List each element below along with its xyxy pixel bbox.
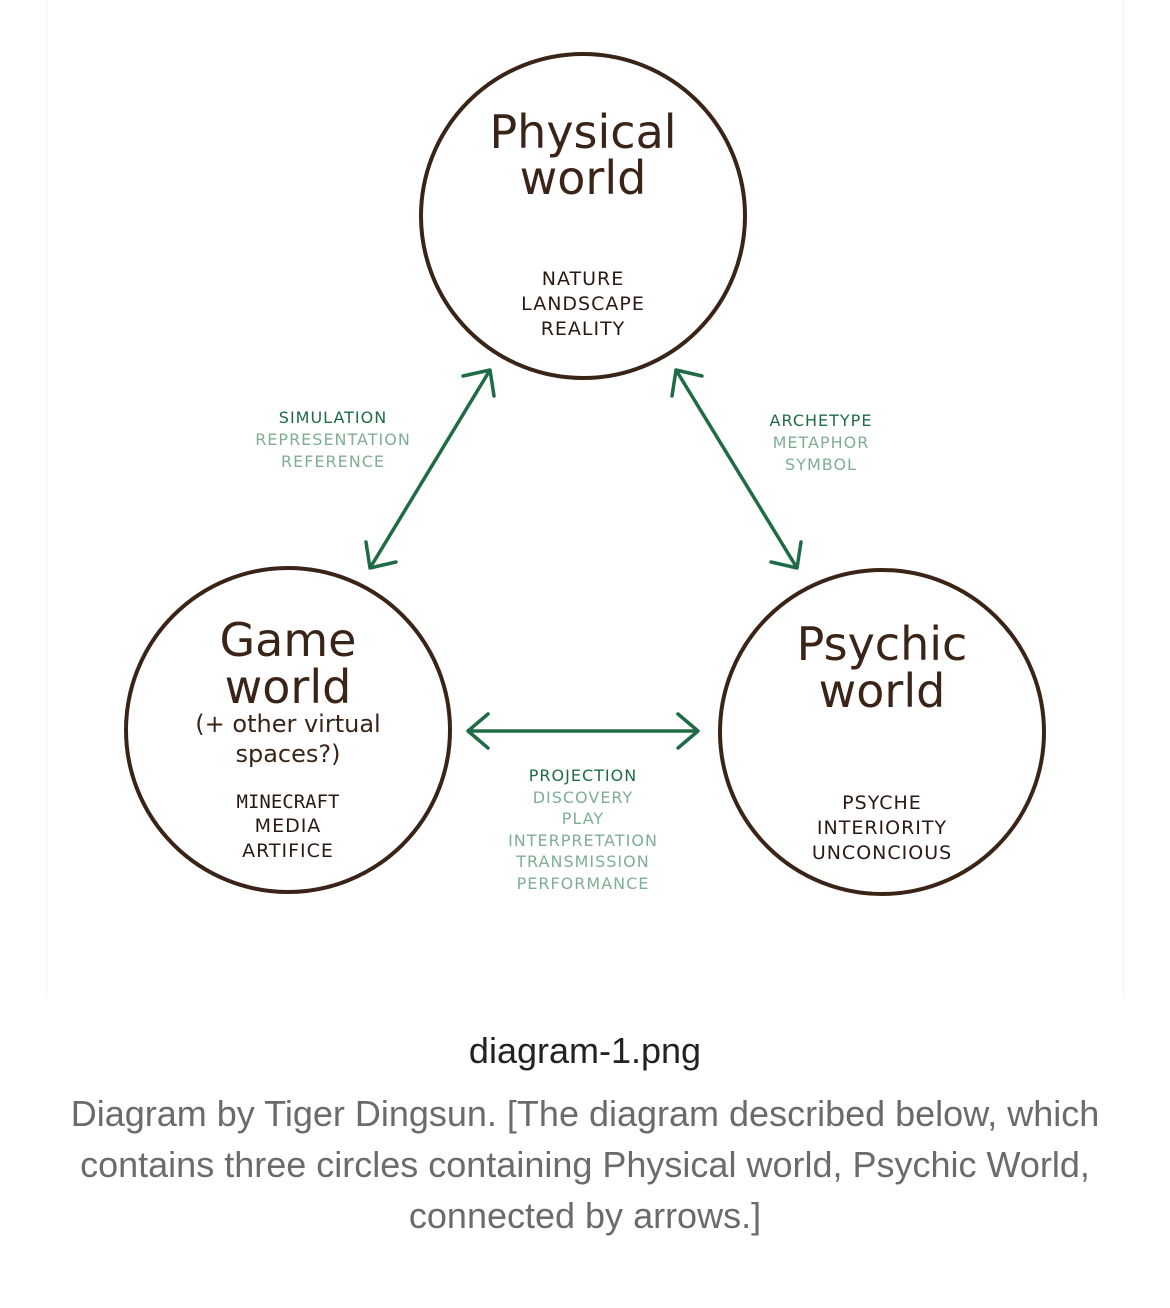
image-frame <box>46 0 1124 998</box>
link-label-physical-game: SIMULATION REPRESENTATION REFERENCE <box>255 408 411 471</box>
physical-keyword: LANDSCAPE <box>521 293 645 315</box>
psychic-keyword: PSYCHE <box>842 792 922 814</box>
physical-world-circle <box>419 52 747 380</box>
link-secondary-label: TRANSMISSION <box>515 852 649 871</box>
link-secondary-label: PLAY <box>562 809 604 828</box>
physical-title-line-1: Physical <box>489 105 676 159</box>
link-primary-label: PROJECTION <box>529 766 637 785</box>
physical-keyword: NATURE <box>542 268 624 290</box>
game-title-line-2: world <box>225 660 352 714</box>
link-secondary-label: REFERENCE <box>281 452 385 471</box>
arrow-physical-game <box>364 368 496 570</box>
psychic-title-line-2: world <box>819 664 946 718</box>
link-secondary-label: INTERPRETATION <box>508 831 658 850</box>
physical-world-labels: Physical world NATURE LANDSCAPE REALITY <box>489 105 676 340</box>
arrow-physical-psychic <box>670 368 803 570</box>
arrow-game-psychic <box>466 712 700 750</box>
psychic-world-labels: Psychic world PSYCHE INTERIORITY UNCONCI… <box>797 617 968 864</box>
game-keyword: MINECRAFT <box>237 791 340 813</box>
game-world-labels: Game world (+ other virtual spaces?) MIN… <box>195 613 380 862</box>
link-primary-label: SIMULATION <box>279 408 387 427</box>
game-keyword: ARTIFICE <box>242 840 334 862</box>
image-caption: diagram-1.png Diagram by Tiger Dingsun. … <box>0 1030 1170 1241</box>
link-label-physical-psychic: ARCHETYPE METAPHOR SYMBOL <box>770 411 873 474</box>
physical-title-line-2: world <box>520 151 647 205</box>
link-primary-label: ARCHETYPE <box>770 411 873 430</box>
link-secondary-label: SYMBOL <box>785 455 857 474</box>
game-keyword: MEDIA <box>255 815 322 837</box>
file-name: diagram-1.png <box>468 1030 702 1071</box>
worlds-diagram: Physical world NATURE LANDSCAPE REALITY … <box>124 52 1046 896</box>
link-secondary-label: REPRESENTATION <box>255 430 411 449</box>
psychic-keyword: INTERIORITY <box>817 817 947 839</box>
link-secondary-label: DISCOVERY <box>533 788 634 807</box>
game-subtitle-line-2: spaces?) <box>235 740 340 768</box>
link-label-game-psychic: PROJECTION DISCOVERY PLAY INTERPRETATION… <box>508 766 658 893</box>
caption-description: Diagram by Tiger Dingsun. [The diagram d… <box>70 1093 1100 1236</box>
psychic-world-circle <box>718 568 1046 896</box>
psychic-keyword: UNCONCIOUS <box>812 842 952 864</box>
physical-keyword: REALITY <box>541 318 626 340</box>
game-subtitle-line-1: (+ other virtual <box>195 710 380 738</box>
link-secondary-label: PERFORMANCE <box>517 874 650 893</box>
psychic-title-line-1: Psychic <box>797 617 968 671</box>
link-secondary-label: METAPHOR <box>773 433 870 452</box>
game-title-line-1: Game <box>220 613 357 667</box>
game-world-circle <box>124 566 452 894</box>
